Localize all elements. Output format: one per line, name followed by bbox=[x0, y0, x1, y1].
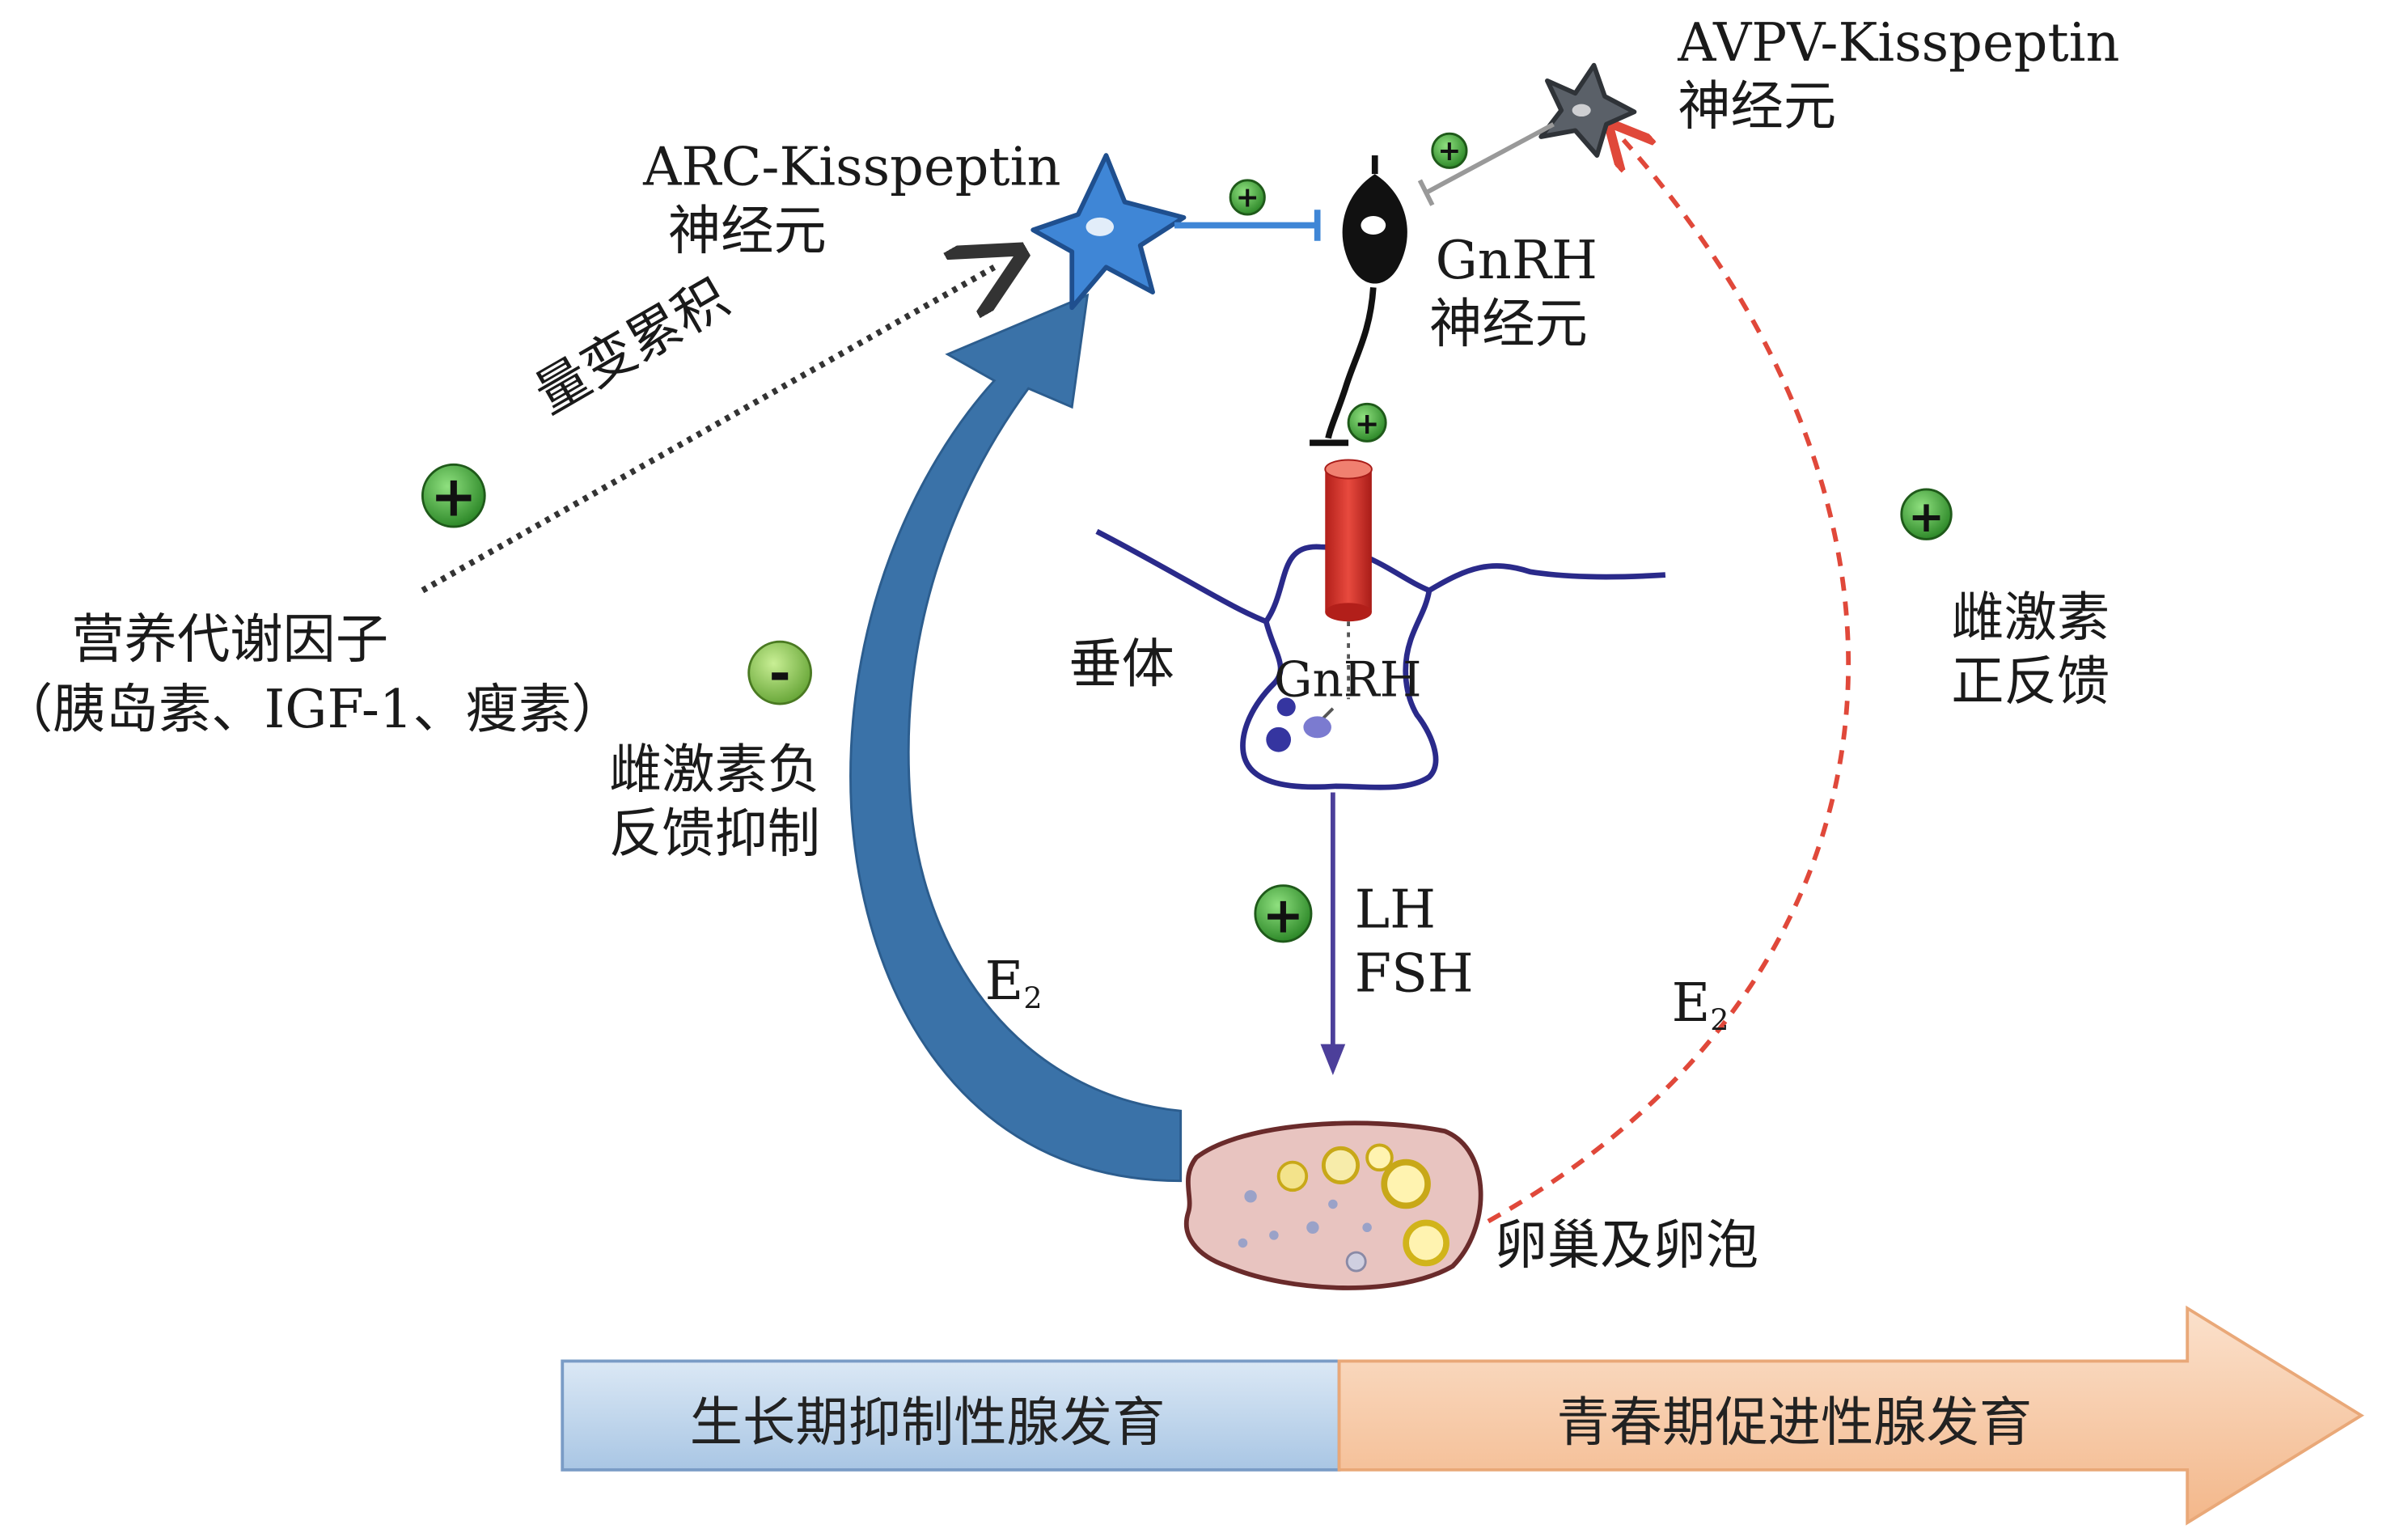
avpv-to-gnrh-line bbox=[1424, 122, 1555, 195]
lh-text: LH bbox=[1354, 879, 1437, 942]
ovary bbox=[1183, 1120, 1483, 1290]
gnrh-label-line1: GnRH bbox=[1435, 230, 1598, 293]
svg-text:+: + bbox=[1908, 491, 1945, 542]
plus-badge-avpv-gnrh: + bbox=[1431, 132, 1468, 169]
avpv-kisspeptin-neuron bbox=[1538, 62, 1637, 158]
positive-feedback-arrow bbox=[1487, 140, 1851, 1224]
nutrition-line2: （胰岛素、IGF-1、瘦素） bbox=[0, 679, 624, 742]
svg-text:+: + bbox=[430, 465, 477, 530]
pituitary-text: 垂体 bbox=[1069, 633, 1174, 697]
pituitary-granules bbox=[1266, 697, 1331, 752]
svg-text:+: + bbox=[1437, 135, 1461, 167]
bar-left-label: 生长期抑制性腺发育 bbox=[689, 1391, 1166, 1455]
plus-badge-nutrition: + bbox=[421, 463, 486, 530]
svg-text:+: + bbox=[1355, 406, 1380, 441]
nutrition-factors-label: 营养代谢因子 （胰岛素、IGF-1、瘦素） bbox=[0, 609, 624, 743]
pituitary-label: 垂体 bbox=[1069, 634, 1174, 698]
development-stage-bar bbox=[561, 1305, 2364, 1526]
minus-badge-negative-feedback: - bbox=[747, 640, 812, 705]
svg-text:-: - bbox=[769, 643, 791, 705]
lh-fsh-label: LH FSH bbox=[1355, 879, 1474, 1006]
plus-badge-gnrh-pituitary: + bbox=[1347, 402, 1387, 443]
e2-right-base: E bbox=[1671, 972, 1711, 1036]
plus-badge-lh-fsh: + bbox=[1254, 884, 1313, 944]
e2-right-sub: 2 bbox=[1710, 1003, 1729, 1038]
gnrh-neuron bbox=[1310, 155, 1407, 447]
neg-feedback-line1: 雌激素负 bbox=[608, 739, 821, 803]
svg-text:+: + bbox=[1263, 887, 1304, 944]
gnrh-pituitary-label: GnRH bbox=[1274, 650, 1422, 714]
plus-badge-arc-gnrh: + bbox=[1229, 179, 1266, 216]
positive-feedback-label: 雌激素 正反馈 bbox=[1951, 587, 2110, 714]
gnrh-pituitary-text: GnRH bbox=[1273, 652, 1422, 709]
gnrh-label-line2: 神经元 bbox=[1428, 293, 1588, 356]
pos-feedback-line2: 正反馈 bbox=[1951, 650, 2110, 714]
pituitary-outline bbox=[1095, 528, 1666, 625]
fsh-text: FSH bbox=[1354, 942, 1474, 1006]
gnrh-neuron-label: GnRH 神经元 bbox=[1429, 230, 1598, 357]
neg-feedback-line2: 反馈抑制 bbox=[608, 803, 821, 866]
quantitative-accumulation-arrow bbox=[421, 267, 994, 594]
avpv-neuron-label: AVPV-Kisspeptin 神经元 bbox=[1678, 12, 2119, 139]
bar-right-segment bbox=[1337, 1305, 2364, 1526]
e2-left-sub: 2 bbox=[1023, 981, 1043, 1017]
arc-kisspeptin-neuron bbox=[1030, 153, 1187, 311]
nutrition-line1: 营养代谢因子 bbox=[71, 608, 389, 671]
negative-feedback-label: 雌激素负 反馈抑制 bbox=[609, 739, 820, 866]
svg-text:+: + bbox=[1236, 181, 1259, 214]
e2-left-label: E2 bbox=[985, 951, 1043, 1031]
e2-left-base: E bbox=[984, 951, 1024, 1014]
bar-left-segment bbox=[561, 1359, 1341, 1472]
arc-neuron-label: ARC-Kisspeptin 神经元 bbox=[643, 137, 1060, 264]
bar-right-label: 青春期促进性腺发育 bbox=[1556, 1391, 2033, 1455]
avpv-label-line1: AVPV-Kisspeptin bbox=[1678, 12, 2120, 75]
ovary-label: 卵巢及卵泡 bbox=[1495, 1215, 1759, 1279]
e2-right-label: E2 bbox=[1672, 972, 1729, 1053]
ovary-text: 卵巢及卵泡 bbox=[1494, 1214, 1759, 1277]
negative-feedback-arrow bbox=[849, 293, 1183, 1183]
gnrh-rod bbox=[1324, 459, 1373, 622]
plus-badge-positive-feedback: + bbox=[1900, 488, 1953, 542]
avpv-label-line2: 神经元 bbox=[1678, 76, 1837, 138]
arc-label-line1: ARC-Kisspeptin bbox=[643, 137, 1061, 199]
pos-feedback-line1: 雌激素 bbox=[1951, 587, 2110, 650]
arc-label-line2: 神经元 bbox=[667, 200, 827, 263]
